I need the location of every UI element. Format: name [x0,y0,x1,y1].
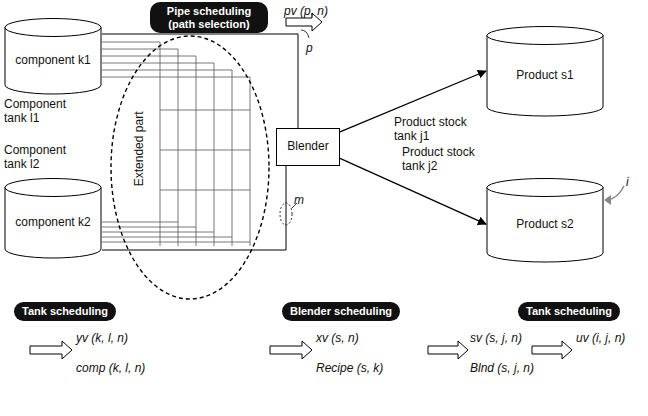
hollow-arrow [532,341,572,359]
tank-body [487,35,603,116]
variable-label: uv (i, j, n) [576,332,625,346]
node-text: Product s2 [486,218,604,232]
node-text: component k1 [4,54,102,68]
pipe-line [160,110,250,111]
pipe-line [160,190,250,191]
node-text: Tank scheduling [22,305,108,318]
callout-letter: p [306,42,313,56]
hollow-arrow [270,341,312,359]
variable-label: Recipe (s, k) [316,362,383,376]
pipe-connector [102,166,286,250]
node-text: Extended part [133,110,147,189]
leader-line [301,30,309,38]
variable-label: Blnd (s, j, n) [470,362,534,376]
variable-label: comp (k, l, n) [76,362,145,376]
blender-box: Blender [276,128,340,166]
tank-lid [5,19,101,37]
pipe-line [102,237,232,238]
tank-lid [5,179,101,197]
pipe-line [102,227,196,228]
tank-lid [487,179,603,197]
tank-caption: Component tank l1 [4,98,84,126]
tank-lid [487,27,603,45]
pipe-line [160,150,250,151]
pipe-connector [102,34,298,128]
pipe-line [102,49,178,246]
node-text: Blender scheduling [290,305,392,318]
variable-label: pv (p, n) [284,5,328,19]
pipe-line [102,77,250,246]
component-tank: component k2Component tank l2 [4,178,102,258]
node-text: Blender [277,140,339,154]
tank-body [5,27,101,94]
tank-caption: Product stock tank j1 [394,116,480,144]
tank-body [5,187,101,258]
region-outline [111,36,269,299]
scheduling-tag: Tank scheduling [518,302,620,321]
node-text: Tank scheduling [526,305,612,318]
hollow-arrow [30,341,72,359]
variable-label: sv (s, j, n) [470,332,522,346]
scheduling-tag: Tank scheduling [14,302,116,321]
extended-region: Extended part [110,35,270,300]
callout-letter: i [626,176,629,190]
node-text: component k2 [4,216,102,230]
pipe-grid [102,42,250,246]
scheduling-tag: Pipe scheduling (path selection) [150,2,268,33]
pipe-line [102,56,196,246]
node-text: Pipe scheduling (path selection) [158,5,260,30]
hollow-arrow [428,341,468,359]
tank-caption: Component tank l2 [4,144,84,172]
scheduling-tag: Blender scheduling [282,302,400,321]
pipe-line [102,42,160,246]
callout-letter: m [294,194,304,208]
pipe-line [102,63,214,246]
node-text: Product s1 [486,69,604,83]
component-tank: component k1Component tank l1 [4,18,102,94]
pipe-line [102,222,178,223]
pipe-line [102,232,214,233]
product-tank: Product s1Product stock tank j1 [486,26,604,116]
variable-label: yv (k, l, n) [76,332,128,346]
pipe-line [102,70,232,246]
inflow-arrowhead [604,195,611,205]
tank-body [487,187,603,262]
tank-caption: Product stock tank j2 [402,146,482,174]
product-tank: Product s2Product stock tank j2 [486,178,604,262]
variable-label: xv (s, n) [316,332,359,346]
